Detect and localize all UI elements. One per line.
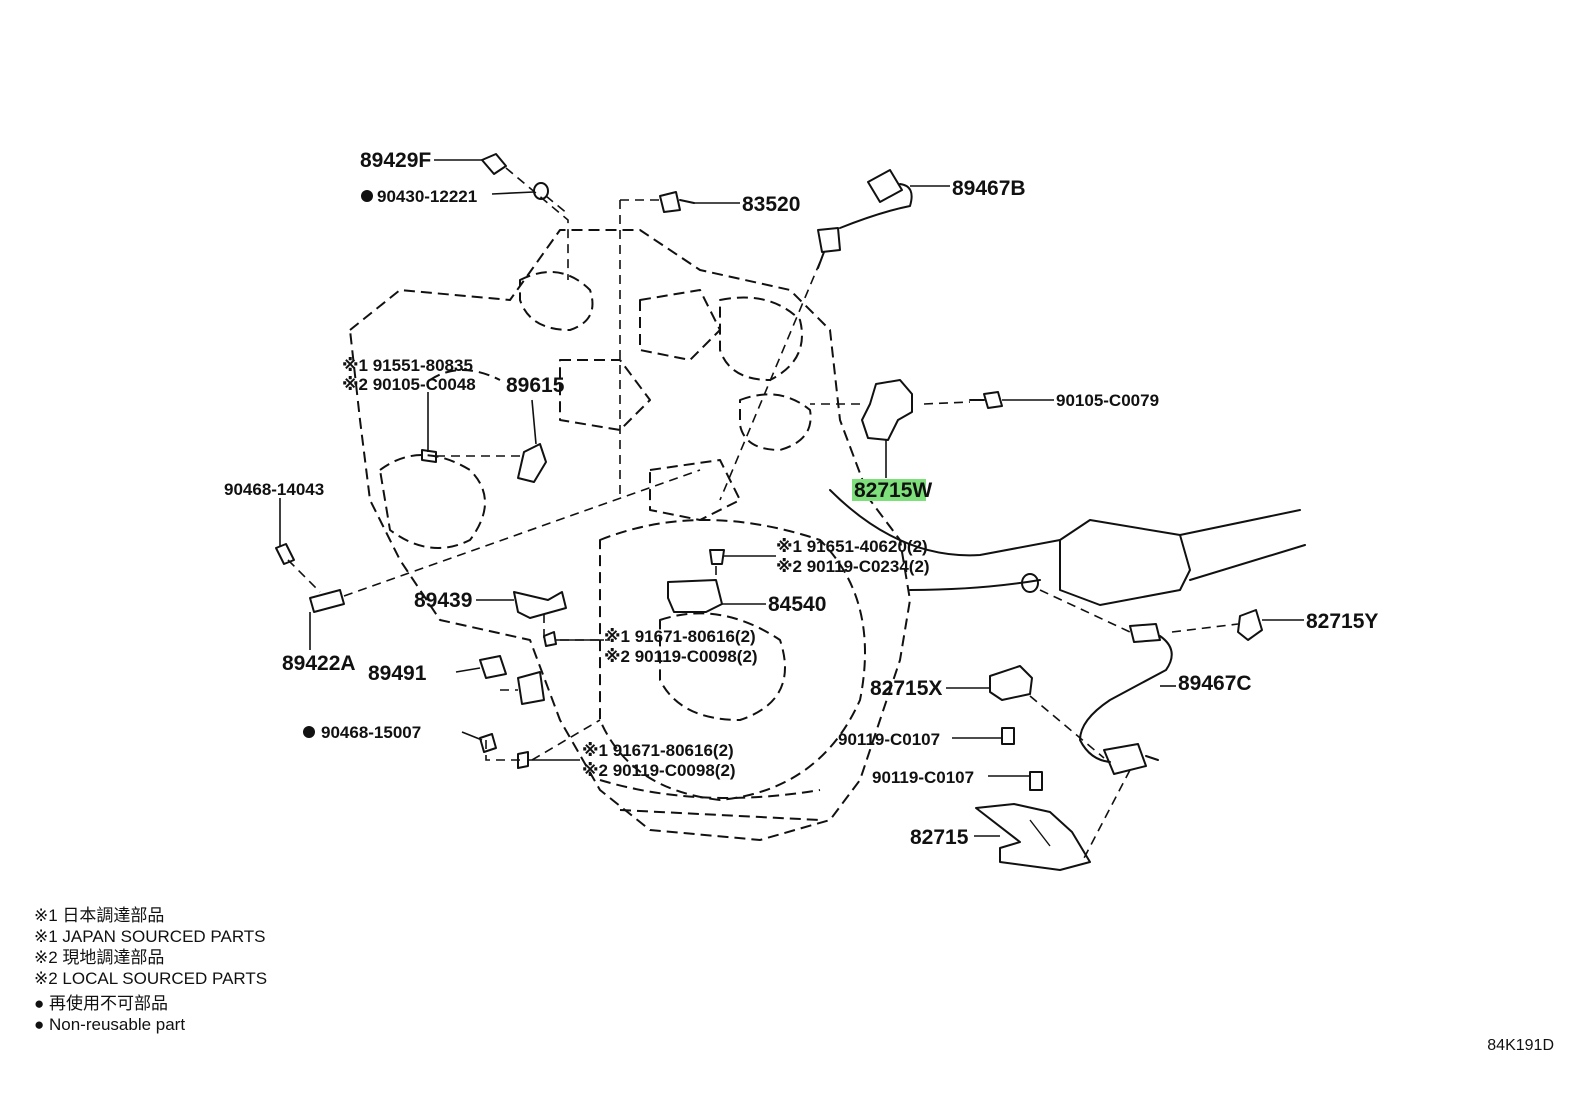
callout-91651-40620[interactable]: ※1 91651-40620(2) [776,537,928,556]
bolt-90105-C0048 [421,449,437,463]
bolt-83520 [659,191,695,213]
legend-item-jp-nonreusable: ● 再使用不可部品 [34,994,168,1013]
legend: ※1 日本調達部品 ※1 JAPAN SOURCED PARTS ※2 現地調達… [34,905,267,1035]
callout-89429F[interactable]: 89429F [360,149,431,172]
bracket-82715W [861,379,913,441]
callout-89439[interactable]: 89439 [414,589,472,612]
callout-91671-80616-a[interactable]: ※1 91671-80616(2) [604,627,756,646]
callout-89615[interactable]: 89615 [506,374,565,397]
figure-id: 84K191D [1487,1037,1554,1054]
callout-89467C[interactable]: 89467C [1178,672,1252,695]
bolt-90105-C0079 [969,391,1003,409]
bolt-91671-80616-b [517,751,529,769]
bolt-90119-C0107-a [1001,727,1015,745]
plug-89429F [481,153,507,175]
exhaust-pipe [829,489,1306,606]
callout-89467B[interactable]: 89467B [952,177,1026,200]
non-reusable-marker [303,726,315,738]
callout-90119-C0107-b[interactable]: 90119-C0107 [872,768,974,787]
callout-84540[interactable]: 84540 [768,593,826,616]
callout-82715W-highlight [852,479,926,501]
sensor-89491 [479,655,507,679]
callout-83520[interactable]: 83520 [742,193,800,216]
legend-item-jp-2: ※2 現地調達部品 [34,948,165,967]
callout-90119-C0098-a[interactable]: ※2 90119-C0098(2) [604,647,758,666]
callout-90430-12221[interactable]: 90430-12221 [377,187,477,206]
callout-90468-15007[interactable]: 90468-15007 [321,723,421,742]
callout-89491[interactable]: 89491 [368,662,427,685]
legend-item-en-2: ※2 LOCAL SOURCED PARTS [34,969,268,988]
callout-90119-C0234[interactable]: ※2 90119-C0234(2) [776,557,930,576]
assembly-guides [287,167,1239,863]
callout-82715Y[interactable]: 82715Y [1306,610,1378,633]
callout-89422A[interactable]: 89422A [282,652,356,675]
sensor-89615 [517,443,547,483]
callout-labels: 89429F 90430-12221 83520 89467B ※1 91551… [224,149,1378,849]
sensor-89467B [817,169,913,269]
callout-91671-80616-b[interactable]: ※1 91671-80616(2) [582,741,734,760]
sensor-89422A [309,589,345,613]
callout-91551-80835[interactable]: ※1 91551-80835 [342,356,473,375]
callout-82715[interactable]: 82715 [910,826,969,849]
bolt-90119-C0107-b [1029,771,1043,791]
bolt-91651-40620 [709,549,725,565]
callout-90468-14043[interactable]: 90468-14043 [224,480,324,499]
sensor-89467C [1079,623,1173,775]
bolt-91671-80616-a [543,631,557,647]
bracket-82715X [989,665,1033,701]
clip-90468-14043 [275,543,295,565]
legend-item-en-nonreusable: ● Non-reusable part [34,1015,186,1034]
non-reusable-marker [361,190,373,202]
callout-90105-C0079[interactable]: 90105-C0079 [1056,391,1159,410]
bracket-82715 [975,803,1091,871]
callout-82715X[interactable]: 82715X [870,677,942,700]
callout-90119-C0098-b[interactable]: ※2 90119-C0098(2) [582,761,736,780]
bracket-89439 [513,591,567,619]
switch-84540 [667,579,723,613]
bracket-89491 [517,671,545,705]
callout-90105-C0048[interactable]: ※2 90105-C0048 [342,375,476,394]
legend-item-jp-1: ※1 日本調達部品 [34,906,165,925]
callout-90119-C0107-a[interactable]: 90119-C0107 [838,730,940,749]
callout-leaders [279,159,1304,837]
clip-90468-15007 [479,733,497,753]
clamp-82715Y [1237,609,1263,641]
legend-item-en-1: ※1 JAPAN SOURCED PARTS [34,927,266,946]
callout-82715W[interactable]: 82715W [854,479,932,502]
